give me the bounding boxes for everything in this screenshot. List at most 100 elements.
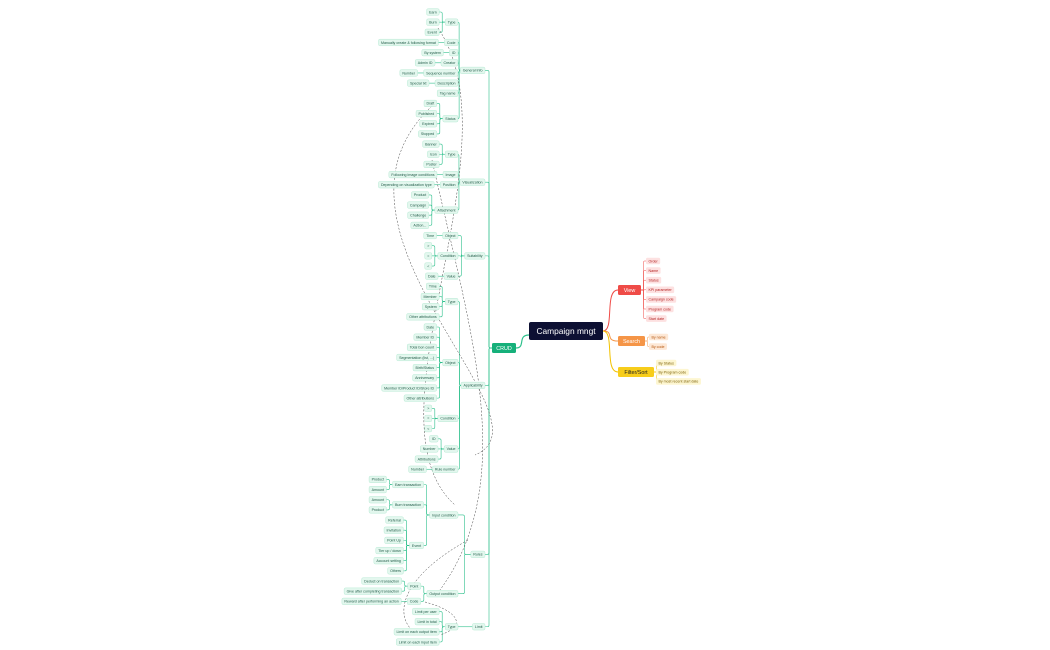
crud-node-product[interactable]: Product bbox=[368, 475, 387, 483]
crud-node-symbol[interactable]: < bbox=[424, 262, 433, 270]
crud-node-action[interactable]: Action... bbox=[410, 221, 430, 229]
crud-node-limit-on-each-output-item[interactable]: Limit on each output item bbox=[393, 628, 440, 636]
crud-node-burn[interactable]: Burn bbox=[426, 18, 440, 26]
crud-node-earn-transaction[interactable]: Earn transaction bbox=[392, 481, 424, 489]
branch-view[interactable]: View bbox=[618, 285, 641, 295]
view-item-program-code[interactable]: Program code bbox=[646, 305, 674, 313]
crud-node-limit-in-total[interactable]: Limit in total bbox=[414, 618, 440, 626]
crud-node-point[interactable]: Point bbox=[407, 582, 422, 590]
crud-node-general-info[interactable]: General Info bbox=[460, 66, 486, 74]
crud-node-burn-transaction[interactable]: Burn transaction bbox=[392, 501, 424, 509]
crud-node-deduct-on-transaction[interactable]: Deduct on transaction bbox=[361, 577, 402, 585]
crud-node-manually-create-following-format[interactable]: Manually create & following format bbox=[378, 38, 439, 46]
crud-node-limit-on-each-input-item[interactable]: Limit on each input item bbox=[396, 638, 440, 646]
crud-node-tier-up-down[interactable]: Tier up / down bbox=[375, 547, 404, 555]
crud-node-type[interactable]: Type bbox=[445, 18, 459, 26]
crud-node-birth-status[interactable]: Birth/Status bbox=[412, 364, 437, 372]
crud-node-product[interactable]: Product bbox=[368, 506, 387, 514]
crud-node-limit[interactable]: Limit bbox=[472, 623, 486, 631]
search-item-by-name[interactable]: By name bbox=[649, 333, 669, 341]
crud-node-object[interactable]: Object bbox=[442, 232, 459, 240]
crud-node-type[interactable]: Type bbox=[445, 623, 459, 631]
crud-node-amount[interactable]: Amount bbox=[368, 496, 387, 504]
crud-node-banner[interactable]: Banner bbox=[422, 140, 440, 148]
crud-node-time[interactable]: Time bbox=[426, 282, 440, 290]
view-item-campaign-code[interactable]: Campaign code bbox=[646, 296, 677, 303]
filter-sort-item-by-status[interactable]: By Status bbox=[656, 359, 677, 367]
crud-node-system[interactable]: System bbox=[422, 303, 440, 311]
crud-node-give-after-completing-transaction[interactable]: Give after completing transaction bbox=[343, 587, 402, 595]
crud-node-number[interactable]: Number bbox=[408, 465, 427, 473]
crud-node-stopped[interactable]: Stopped bbox=[418, 130, 438, 138]
crud-node-symbol[interactable]: > bbox=[424, 404, 433, 412]
crud-node-expired[interactable]: Expired bbox=[419, 120, 438, 128]
crud-node-limit-per-user[interactable]: Limit per user bbox=[412, 608, 440, 616]
branch-search[interactable]: Search bbox=[618, 336, 645, 346]
filter-sort-item-by-program-code[interactable]: By Program code bbox=[656, 368, 689, 376]
crud-node-suitability[interactable]: Suitability bbox=[464, 252, 486, 260]
crud-node-rule-number[interactable]: Rule number bbox=[432, 465, 459, 473]
crud-node-earn[interactable]: Earn bbox=[426, 8, 440, 16]
crud-node-invitation[interactable]: Invitation bbox=[383, 526, 404, 534]
crud-node-type[interactable]: Type bbox=[445, 298, 459, 306]
crud-node-amount[interactable]: Amount bbox=[368, 486, 387, 494]
crud-node-event[interactable]: Event bbox=[424, 28, 440, 36]
crud-node-status[interactable]: Status bbox=[442, 115, 459, 123]
crud-node-total-bon-count[interactable]: Total bon count bbox=[407, 343, 437, 351]
crud-node-image[interactable]: Image bbox=[442, 171, 459, 179]
crud-node-number[interactable]: Number bbox=[399, 69, 418, 77]
crud-node-others[interactable]: Others bbox=[387, 567, 404, 575]
crud-node-applicability[interactable]: Applicability bbox=[460, 381, 486, 389]
view-item-order[interactable]: Order bbox=[646, 257, 661, 265]
crud-node-number[interactable]: Number bbox=[420, 445, 439, 453]
crud-node-attachment[interactable]: Attachment bbox=[434, 206, 459, 214]
crud-node-description[interactable]: Description bbox=[434, 79, 459, 87]
crud-node-date[interactable]: Date bbox=[423, 323, 437, 331]
crud-node-point-up[interactable]: Point Up bbox=[384, 536, 404, 544]
crud-node-other-attributions[interactable]: Other attributions bbox=[406, 313, 440, 321]
crud-node-value[interactable]: Value bbox=[443, 445, 459, 453]
crud-node-following-image-conditions[interactable]: Following image conditions bbox=[388, 171, 438, 179]
crud-node-reward-after-performing-an-action[interactable]: Reward after performing an action bbox=[341, 597, 402, 605]
crud-node-sequence-number[interactable]: Sequence number bbox=[423, 69, 459, 77]
view-item-name[interactable]: Name bbox=[646, 267, 661, 274]
crud-node-challenge[interactable]: Challenge bbox=[407, 211, 430, 219]
crud-node-condition[interactable]: Condition bbox=[437, 414, 459, 422]
crud-node-account-setting[interactable]: Account setting bbox=[373, 557, 404, 565]
crud-node-poster[interactable]: Poster bbox=[423, 160, 440, 168]
filter-sort-item-by-most-recent-start-date[interactable]: By most recent start date bbox=[656, 378, 701, 385]
branch-crud[interactable]: CRUD bbox=[492, 343, 516, 353]
crud-node-type[interactable]: Type bbox=[445, 150, 459, 158]
crud-node-symbol[interactable]: = bbox=[424, 252, 433, 260]
crud-node-draft[interactable]: Draft bbox=[423, 99, 438, 107]
crud-node-segmentation-list[interactable]: Segmentation (list, ...) bbox=[396, 353, 437, 361]
crud-node-input-condition[interactable]: Input condition bbox=[429, 511, 459, 519]
crud-node-by-system[interactable]: By system bbox=[421, 49, 444, 57]
crud-node-condition[interactable]: Condition bbox=[437, 252, 459, 260]
crud-node-creator[interactable]: Creator bbox=[440, 59, 459, 67]
crud-node-tag-name[interactable]: Tag name bbox=[437, 89, 459, 97]
root-node[interactable]: Campaign mngt bbox=[529, 322, 603, 340]
crud-node-admin-id[interactable]: Admin ID bbox=[415, 59, 436, 67]
branch-filter-sort[interactable]: Filter/Sort bbox=[618, 367, 654, 377]
crud-node-id[interactable]: ID bbox=[429, 435, 439, 443]
crud-node-rules[interactable]: Rules bbox=[470, 550, 486, 558]
crud-node-symbol[interactable]: = bbox=[424, 414, 433, 422]
crud-node-date[interactable]: Date bbox=[425, 272, 439, 280]
crud-node-visualization[interactable]: Visualization bbox=[459, 178, 486, 186]
crud-node-campaign[interactable]: Campaign bbox=[407, 201, 430, 209]
crud-node-object[interactable]: Object bbox=[442, 359, 459, 367]
crud-node-time[interactable]: Time bbox=[423, 232, 437, 240]
crud-node-code[interactable]: Code bbox=[444, 38, 459, 46]
search-item-by-code[interactable]: By code bbox=[649, 343, 667, 350]
crud-node-value[interactable]: Value bbox=[443, 272, 459, 280]
crud-node-published[interactable]: Published bbox=[415, 110, 438, 118]
crud-node-member-id[interactable]: Member ID bbox=[413, 333, 437, 341]
crud-node-special-txt[interactable]: Special txt bbox=[407, 79, 430, 87]
crud-node-anniversary[interactable]: Anniversary bbox=[412, 374, 437, 382]
crud-node-member[interactable]: Member bbox=[420, 293, 440, 301]
view-item-status[interactable]: Status bbox=[646, 276, 662, 284]
crud-node-output-condition[interactable]: Output condition bbox=[426, 590, 459, 598]
crud-node-icon[interactable]: Icon bbox=[427, 150, 440, 158]
crud-node-member-id-product-id-store-id[interactable]: Member ID/Product ID/Store ID bbox=[381, 384, 437, 392]
